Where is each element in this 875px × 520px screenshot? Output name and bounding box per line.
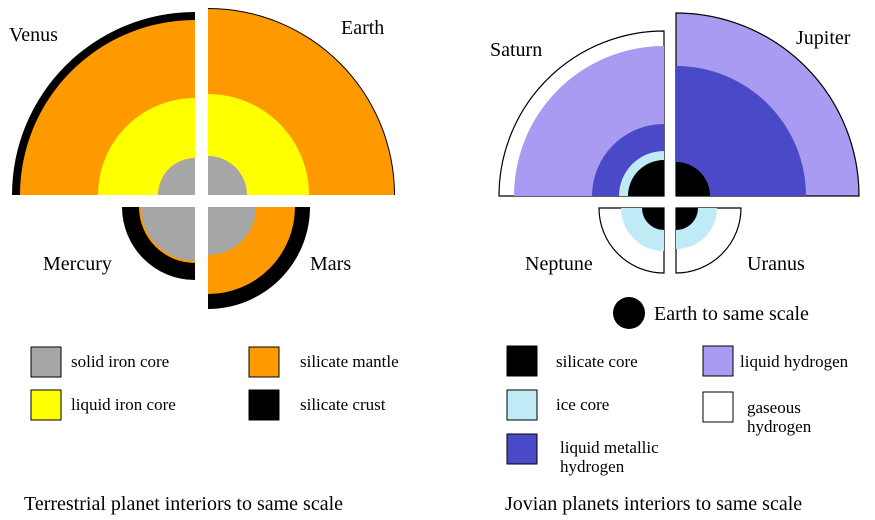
uranus-silicate-core	[676, 208, 698, 230]
jupiter-label: Jupiter	[796, 27, 851, 49]
legend-swatch-liquid-iron-core	[30, 389, 62, 421]
venus-interior	[12, 12, 195, 195]
legend-label-ice-core: ice core	[556, 395, 609, 414]
terrestrial-caption: Terrestrial planet interiors to same sca…	[24, 493, 343, 515]
earth-scale-disc	[613, 297, 645, 329]
legend-label-silicate-crust: silicate crust	[300, 395, 386, 414]
mars-label: Mars	[310, 253, 351, 275]
uranus-interior	[675, 207, 742, 274]
mercury-label: Mercury	[43, 253, 112, 275]
mercury-interior	[122, 207, 195, 280]
jovian-legend: silicate core ice core liquid metallic h…	[506, 345, 849, 476]
legend-swatch-silicate-core	[506, 345, 538, 377]
saturn-silicate-core	[628, 160, 664, 196]
venus-label: Venus	[9, 24, 58, 46]
legend-swatch-silicate-mantle	[248, 346, 280, 378]
legend-label-liquid-hydrogen: liquid hydrogen	[740, 352, 849, 371]
jovian-panel: Saturn Jupiter Neptune Uranus Earth to s…	[490, 12, 860, 515]
saturn-interior	[498, 30, 665, 197]
mercury-solid-core	[141, 207, 195, 261]
legend-label-silicate-mantle: silicate mantle	[300, 352, 399, 371]
earth-scale-label: Earth to same scale	[654, 303, 809, 325]
neptune-interior	[598, 207, 665, 274]
legend-label-gaseous-hydrogen: gaseous hydrogen	[747, 398, 812, 436]
legend-label-silicate-core: silicate core	[556, 352, 638, 371]
terrestrial-panel: Venus Earth Mercury Mars solid iron core…	[9, 8, 399, 515]
venus-solid-core	[158, 158, 195, 195]
jupiter-interior	[675, 12, 860, 197]
legend-label-liquid-iron-core: liquid iron core	[71, 395, 176, 414]
jupiter-silicate-core	[676, 162, 710, 196]
uranus-label: Uranus	[747, 253, 805, 275]
legend-swatch-ice-core	[506, 389, 538, 421]
legend-label-solid-iron-core: solid iron core	[71, 352, 169, 371]
legend-swatch-silicate-crust	[248, 389, 280, 421]
earth-label: Earth	[341, 17, 384, 39]
legend-swatch-solid-iron-core	[30, 346, 62, 378]
earth-solid-core	[208, 156, 247, 195]
saturn-label: Saturn	[490, 39, 542, 61]
jovian-caption: Jovian planets interiors to same scale	[505, 493, 802, 515]
neptune-label: Neptune	[525, 253, 593, 275]
legend-label-gaseous-hydrogen-line1: gaseous	[747, 398, 801, 417]
mars-interior	[208, 207, 310, 309]
legend-label-liquid-metallic-hydrogen-line2: hydrogen	[560, 457, 625, 476]
legend-label-liquid-metallic-hydrogen: liquid metallic hydrogen	[560, 438, 663, 476]
legend-swatch-liquid-hydrogen	[702, 345, 734, 377]
jupiter-liquid-metallic-hydrogen	[676, 66, 806, 196]
terrestrial-legend: solid iron core liquid iron core silicat…	[30, 346, 399, 421]
legend-label-gaseous-hydrogen-line2: hydrogen	[747, 417, 812, 436]
legend-swatch-liquid-metallic-hydrogen	[506, 433, 538, 465]
neptune-silicate-core	[642, 208, 664, 230]
legend-swatch-gaseous-hydrogen	[702, 391, 734, 423]
mars-solid-core	[208, 207, 256, 255]
legend-label-liquid-metallic-hydrogen-line1: liquid metallic	[560, 438, 659, 457]
earth-interior	[208, 8, 395, 195]
